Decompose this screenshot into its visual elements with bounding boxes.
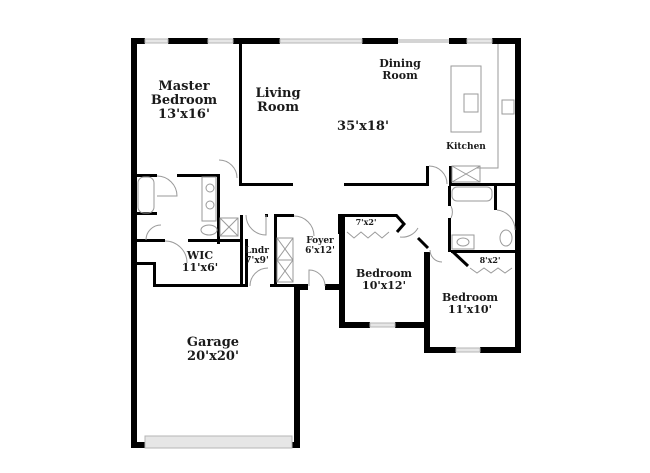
- room-name-line: Bedroom: [441, 291, 499, 304]
- room-label-garage: Garage 20'x20': [186, 335, 240, 365]
- refrigerator: [451, 165, 481, 183]
- closet-doors-bedroom-3: [469, 267, 513, 274]
- stove: [501, 99, 515, 115]
- room-label-laundry: Lndr 7'x9': [245, 246, 269, 266]
- room-dimensions: 35'x18': [337, 119, 389, 134]
- hall-vanity: [451, 234, 475, 250]
- room-name-line: WIC: [186, 249, 214, 262]
- room-label-great-room-dimensions: 35'x18': [337, 119, 389, 134]
- kitchen-sink: [463, 93, 479, 113]
- room-name-line: Living: [255, 86, 301, 101]
- master-vanity: [201, 176, 217, 222]
- room-label-foyer: Foyer 6'x12': [305, 236, 335, 256]
- doors: [145, 159, 516, 287]
- room-dimensions: 11'x6': [181, 260, 219, 274]
- room-label-kitchen: Kitchen: [446, 142, 486, 153]
- room-dimensions: 6'x12': [305, 245, 335, 256]
- closet-dimensions: 8'x2': [479, 255, 501, 265]
- room-label-master-bedroom: Master Bedroom 13'x16': [150, 79, 218, 123]
- room-label-bedroom-3: Bedroom 11'x10': [442, 292, 498, 316]
- room-name-line: Foyer: [306, 236, 334, 246]
- fixtures: [137, 44, 515, 283]
- hall-toilet: [499, 229, 513, 247]
- hall-tub: [451, 186, 493, 202]
- closet-doors-bedroom-2: [346, 231, 390, 239]
- master-shower: [219, 217, 239, 237]
- room-dimensions: 7'x9': [245, 255, 269, 266]
- room-name-line: Bedroom: [150, 93, 218, 109]
- room-label-living-room: Living Room: [255, 86, 301, 116]
- room-label-bedroom-2: Bedroom 10'x12': [356, 268, 412, 292]
- closet-dimensions: 7'x2': [355, 217, 377, 227]
- room-name-line: Room: [382, 68, 418, 82]
- room-dimensions: 11'x10': [448, 302, 492, 316]
- room-name-line: Room: [257, 100, 299, 116]
- room-name-line: Lndr: [245, 246, 269, 256]
- exterior-walls: [131, 38, 521, 448]
- master-toilet: [200, 224, 218, 236]
- angled-walls: [394, 214, 470, 268]
- room-name-line: Dining: [379, 57, 421, 70]
- room-name-line: Kitchen: [446, 142, 486, 152]
- kitchen-island: [450, 65, 482, 133]
- room-dimensions: 10'x12': [362, 278, 406, 292]
- room-label-wic: WIC 11'x6': [182, 250, 218, 274]
- dryer: [276, 259, 294, 283]
- windows: [144, 38, 493, 449]
- room-name-line: Garage: [186, 335, 240, 350]
- room-name-line: Bedroom: [355, 267, 413, 280]
- closet-label-bedroom-3: 8'x2': [480, 256, 501, 265]
- closet-label-bedroom-2: 7'x2': [356, 218, 377, 227]
- room-label-dining-room: Dining Room: [379, 58, 421, 82]
- room-name-line: Master: [158, 79, 210, 94]
- sliding-door: [398, 39, 449, 43]
- master-tub: [137, 176, 155, 214]
- room-dimensions: 20'x20': [187, 349, 239, 365]
- room-dimensions: 13'x16': [158, 107, 210, 123]
